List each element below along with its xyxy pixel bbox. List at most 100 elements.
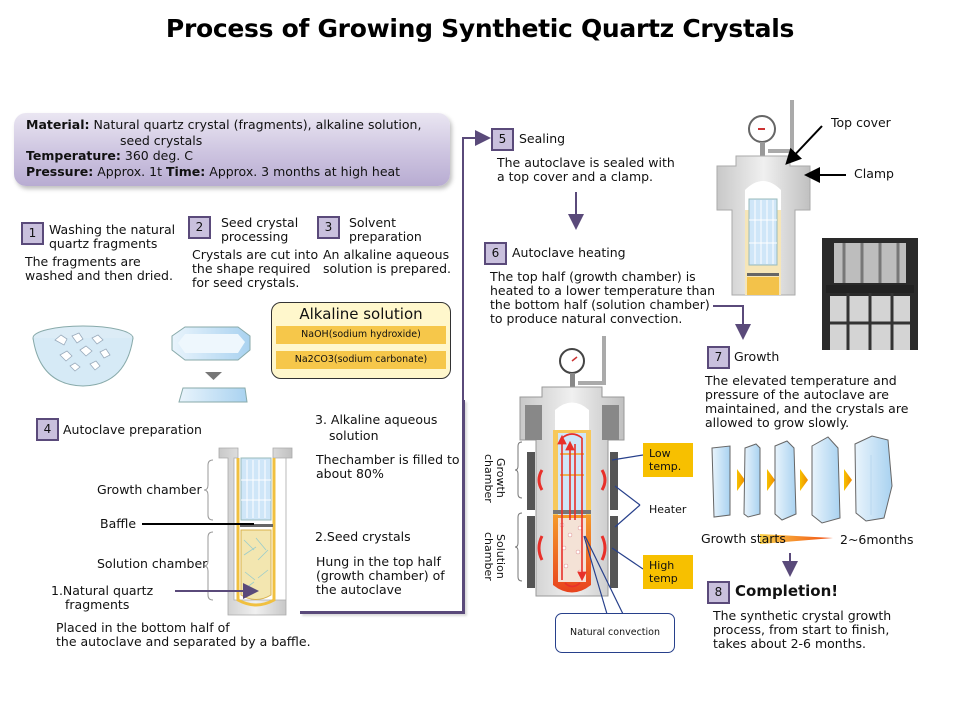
step-title-line: Washing the natural [49, 222, 176, 237]
alkaline-solution-box: Alkaline solution NaOH(sodium hydroxide)… [271, 302, 451, 379]
flow-arrow-6-to-7 [713, 305, 751, 340]
step-1-desc: The fragments are washed and then dried. [25, 255, 173, 283]
step-badge: 7 [707, 346, 730, 369]
step-1: 1 [21, 222, 44, 245]
solution-chamber-label: Solution chamber [97, 556, 208, 571]
heating-autoclave-illustration [514, 336, 644, 615]
desc-line: the bottom half (solution chamber) [490, 297, 710, 312]
material-label: Material: [26, 117, 90, 132]
desc-line: The fragments are [25, 254, 141, 269]
sealed-autoclave-illustration [716, 100, 846, 296]
desc-line: The synthetic crystal growth [713, 608, 892, 623]
step-3: 3 [317, 216, 340, 239]
step-6-desc: The top half (growth chamber) is heated … [490, 270, 715, 326]
top-cover-pointer [785, 125, 823, 165]
growth-timeline-bar [760, 534, 833, 544]
step-1-title: Washing the natural quartz fragments [49, 223, 175, 251]
seed-crystal-illustration [171, 326, 251, 403]
alkaline-heading: Alkaline solution [299, 305, 423, 323]
pressure-value: Approx. 1t [97, 163, 162, 179]
step-4: 4 [36, 418, 59, 441]
desc-line: the shape required [192, 261, 311, 276]
label-line: 1.Natural quartz [51, 583, 154, 598]
page-title: Process of Growing Synthetic Quartz Crys… [165, 14, 795, 43]
pressure-label: Pressure: [26, 163, 94, 179]
desc-line: solution is prepared. [323, 261, 451, 276]
tag-line: temp. [649, 460, 682, 473]
step-6: 6 [484, 242, 507, 265]
step-8: 8 [707, 581, 730, 604]
desc-line: a top cover and a clamp. [497, 169, 654, 184]
step-badge: 1 [21, 222, 44, 245]
top-cover-label: Top cover [831, 115, 891, 130]
seed-crystals-label: 2.Seed crystals [315, 529, 411, 544]
note-line: Placed in the bottom half of [56, 620, 230, 635]
down-triangle-icon [205, 372, 222, 380]
step-badge: 3 [317, 216, 340, 239]
step-badge: 4 [36, 418, 59, 441]
desc-line: The top half (growth chamber) is [490, 269, 696, 284]
step-title-line: Seed crystal [221, 215, 299, 230]
heater-label: Heater [649, 503, 687, 516]
temperature-value: 360 deg. C [124, 148, 193, 163]
process-info-box: Material: Natural quartz crystal (fragme… [14, 113, 450, 186]
material-value-cont: seed crystals [120, 132, 203, 148]
step-badge: 8 [707, 581, 730, 604]
growth-chamber-vertical-label: Growth chamber [482, 453, 507, 503]
baffle-label: Baffle [100, 516, 137, 531]
tag-line: High [649, 559, 675, 572]
high-temp-tag: High temp [643, 555, 693, 589]
step-5-desc: The autoclave is sealed with a top cover… [497, 156, 675, 184]
autoclave-preparation-illustration [142, 447, 293, 616]
step-title-line: processing [221, 229, 289, 244]
desc-line: washed and then dried. [25, 268, 173, 283]
fill-level-note: Thechamber is filled to about 80% [316, 453, 460, 481]
note-line: Thechamber is filled to [316, 452, 460, 467]
desc-line: Crystals are cut into [192, 247, 319, 262]
step-7-desc: The elevated temperature and pressure of… [705, 374, 908, 430]
step-8-desc: The synthetic crystal growth process, fr… [713, 609, 891, 651]
step-2-title: Seed crystal processing [221, 216, 298, 244]
temperature-label: Temperature: [26, 148, 121, 163]
desc-line: maintained, and the crystals are [705, 401, 909, 416]
desc-line: takes about 2-6 months. [713, 636, 867, 651]
step-3-title: Solvent preparation [349, 216, 422, 244]
step-8-title: Completion! [735, 582, 839, 600]
crystal-rack-photo [822, 238, 918, 350]
desc-line: process, from start to finish, [713, 622, 890, 637]
note-line: the autoclave and separated by a baffle. [56, 634, 311, 649]
time-label: Time: [165, 163, 206, 179]
label-line: 3. Alkaline aqueous [315, 412, 438, 427]
note-line: about 80% [316, 466, 384, 481]
desc-line: to produce natural convection. [490, 311, 683, 326]
step-3-desc: An alkaline aqueous solution is prepared… [323, 248, 451, 276]
step-7: 7 [707, 346, 730, 369]
low-temp-tag: Low temp. [643, 443, 693, 477]
step-4-notes-panel [300, 400, 465, 614]
natural-convection-callout: Natural convection [555, 613, 675, 653]
alkaline-item: Na2CO3(sodium carbonate) [276, 351, 446, 369]
natural-fragments-label: 1.Natural quartz fragments [51, 584, 153, 612]
growth-chamber-label: Growth chamber [97, 482, 202, 497]
desc-line: The elevated temperature and [705, 373, 897, 388]
step-badge: 2 [188, 216, 211, 239]
time-value: Approx. 3 months at high heat [209, 163, 401, 179]
step-5-title: Sealing [519, 131, 566, 146]
alkaline-item: NaOH(sodium hydroxide) [276, 326, 446, 344]
fragments-note: Placed in the bottom half of the autocla… [56, 621, 311, 649]
crystal-growth-illustration [711, 435, 893, 524]
desc-line: allowed to grow slowly. [705, 415, 850, 430]
tag-line: Low [649, 447, 671, 460]
growth-duration-label: 2~6months [840, 532, 914, 547]
tag-line: temp [649, 572, 678, 585]
solution-chamber-vertical-label: Solution chamber [482, 531, 507, 581]
desc-line: for seed crystals. [192, 275, 300, 290]
desc-line: heated to a lower temperature than [490, 283, 716, 298]
clamp-label: Clamp [854, 166, 894, 181]
step-title-line: preparation [349, 229, 422, 244]
note-line: Hung in the top half [316, 554, 441, 569]
step-title-line: Solvent [349, 215, 396, 230]
step-7-title: Growth [734, 349, 780, 364]
note-line: (growth chamber) of [316, 568, 445, 583]
